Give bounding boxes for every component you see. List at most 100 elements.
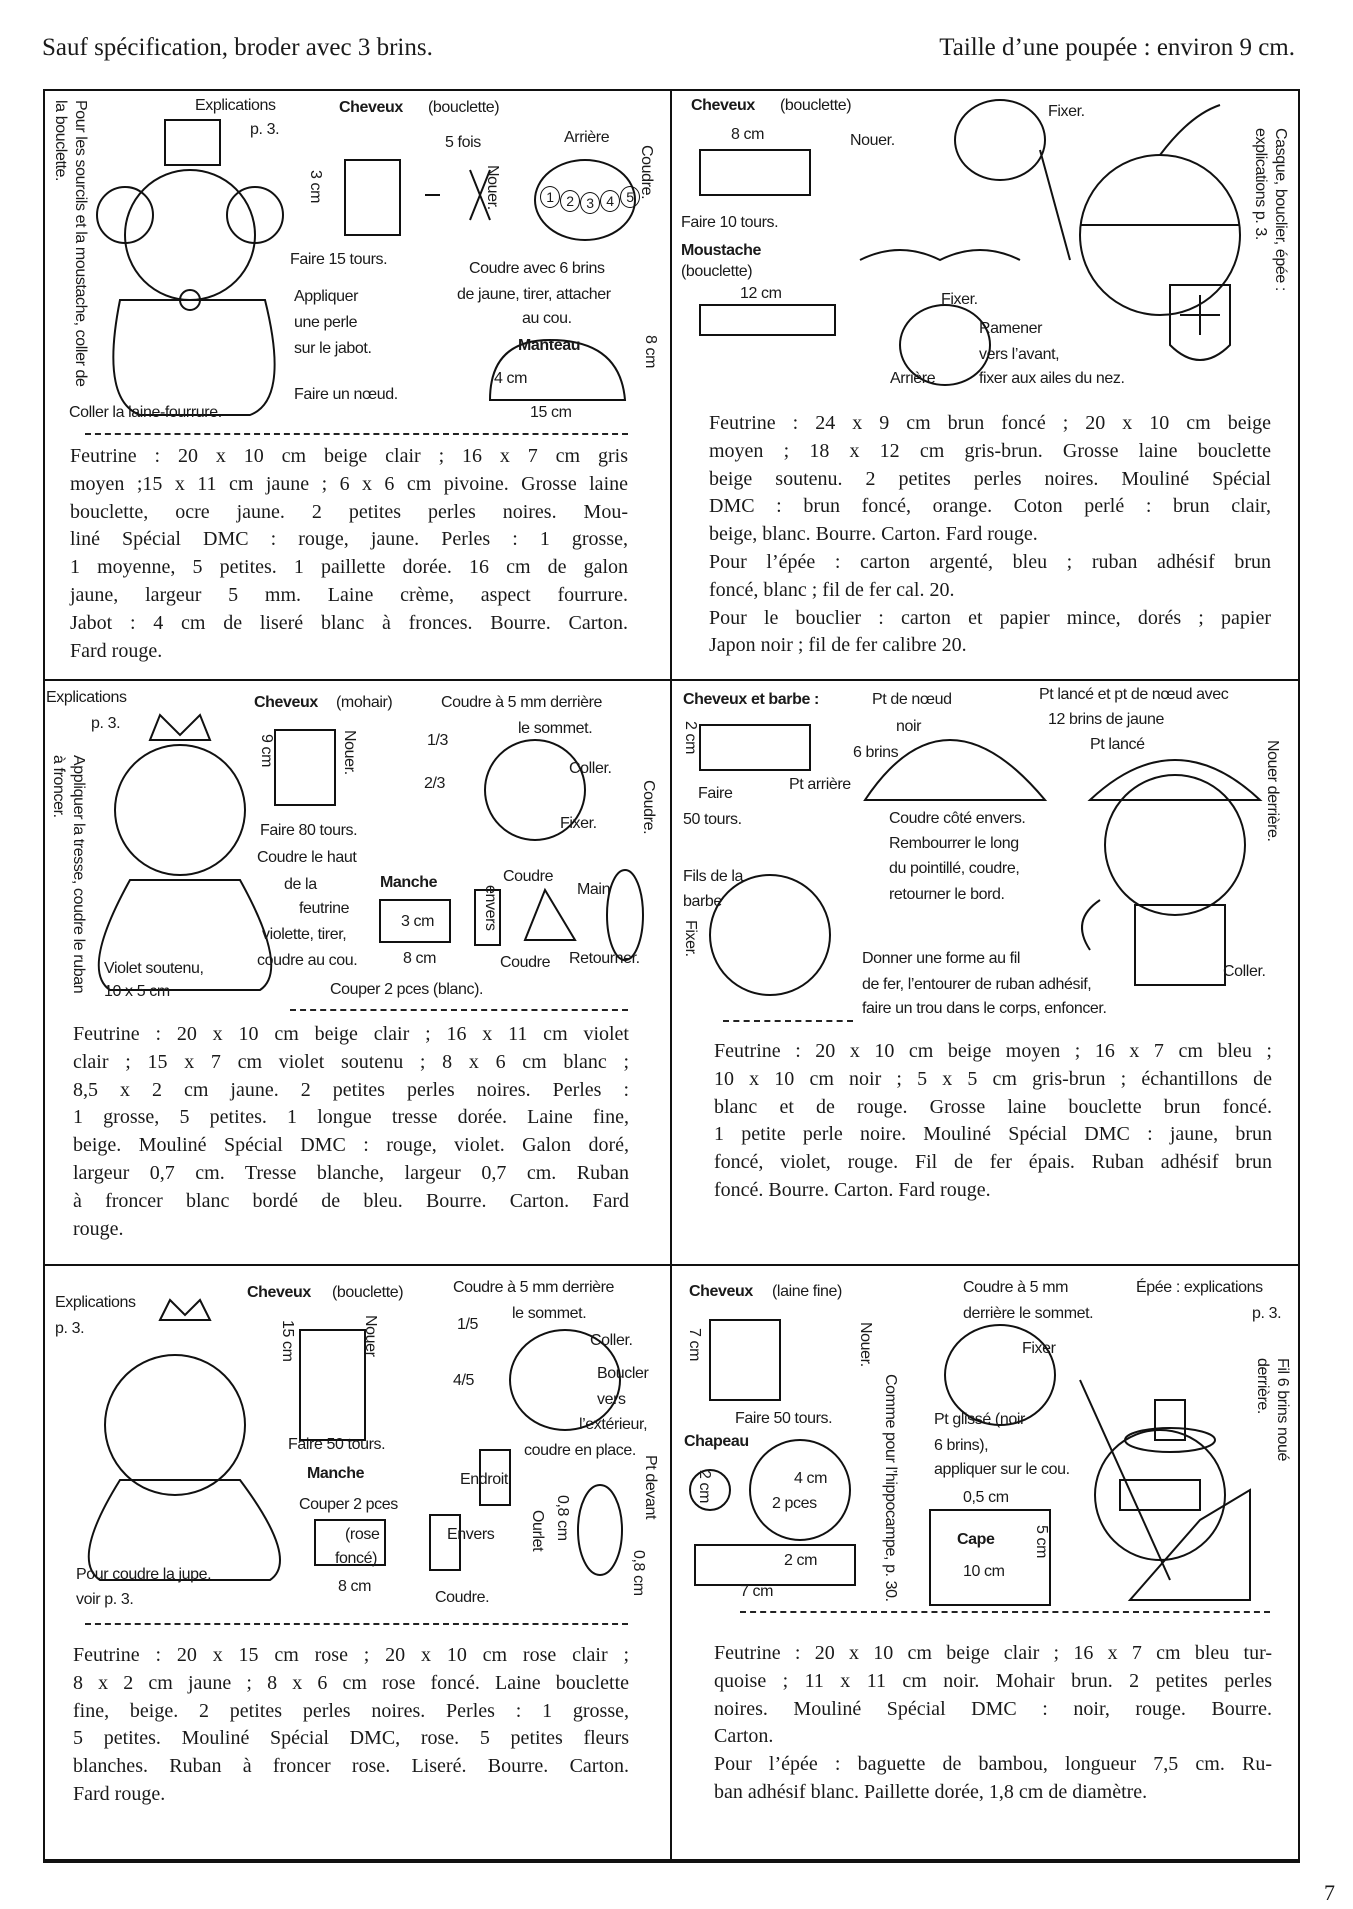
diagram-label: 6 brins), [934, 1437, 989, 1454]
diagram-label: Arrière [890, 370, 936, 387]
diagram-label: 0,5 cm [963, 1489, 1009, 1506]
diagram-label: vers [597, 1391, 626, 1408]
materials-line: 8,5 x 2 cm jaune. 2 petites perles noire… [73, 1078, 629, 1101]
materials-line: largeur 0,7 cm. Tresse blanche, largeur … [73, 1161, 629, 1184]
materials-line: Japon noir ; fil de fer calibre 20. [709, 634, 967, 657]
materials-line: noires. Mouliné Spécial DMC : noir, roug… [714, 1697, 1272, 1720]
diagram-label: Pour coudre la jupe, [76, 1566, 212, 1583]
diagram-label: 7 cm [686, 1328, 703, 1362]
diagram-label: Coudre côté envers. [889, 810, 1026, 827]
diagram-label: (bouclette) [428, 99, 500, 116]
diagram-label: Faire 50 tours. [288, 1436, 386, 1453]
diagram-label: p. 3. [1252, 1305, 1282, 1322]
diagram-label: Arrière [564, 129, 610, 146]
diagram-label: 4 [600, 190, 620, 212]
materials-line: blanches. Ruban à froncer rose. Liseré. … [73, 1755, 629, 1778]
materials-line: jaune, largeur 5 mm. Laine crème, aspect… [70, 583, 628, 606]
materials-line: moyen ;15 x 11 cm jaune ; 6 x 6 cm pivoi… [70, 472, 628, 495]
diagram-label: Cheveux [339, 99, 403, 116]
diagram-label: Ourlet [529, 1510, 546, 1552]
diagram-label: Violet soutenu, [104, 960, 204, 977]
diagram-label: Nouer. [341, 730, 358, 775]
diagram-label: faire un trou dans le corps, enfoncer. [862, 1000, 1107, 1017]
diagram-label: (mohair) [336, 694, 393, 711]
materials-line: Fard rouge. [73, 1782, 166, 1805]
diagram-label: du pointillé, coudre, [889, 860, 1020, 877]
diagram-label: Coudre [500, 954, 551, 971]
diagram-label: vers l’avant, [979, 346, 1060, 363]
diagram-label: au cou. [522, 310, 572, 327]
diagram-label: Manche [380, 874, 438, 891]
diagram-label: Pt lancé [1090, 736, 1145, 753]
diagram-label: Retourner. [569, 950, 640, 967]
diagram-label: 4 cm [494, 370, 528, 387]
diagram-label: Explications [55, 1294, 136, 1311]
diagram-label: Coller la laine-fourrure. [69, 404, 222, 421]
materials-line: à froncer blanc bordé de bleu. Bourre. C… [73, 1189, 629, 1212]
diagram-label: Pt de nœud [872, 691, 952, 708]
diagram-label: Faire 15 tours. [290, 251, 388, 268]
materials-line: 1 petite perle noire. Mouliné Spécial DM… [714, 1123, 1272, 1146]
materials-zorro: Feutrine : 20 x 10 cm beige clair ; 16 x… [714, 1640, 1272, 1807]
diagram-label: Nouer. [850, 132, 895, 149]
diagram-label: Cape [957, 1531, 995, 1548]
diagram-label: Cheveux et barbe : [683, 691, 819, 708]
materials-princess-pink: Feutrine : 20 x 15 cm rose ; 20 x 10 cm … [73, 1642, 629, 1809]
materials-line: clair ; 15 x 7 cm violet soutenu ; 8 x 6… [73, 1050, 629, 1073]
diagram-label: (bouclette) [780, 97, 852, 114]
diagram-label: Fixer. [560, 815, 597, 832]
diagram-label: 12 brins de jaune [1048, 711, 1164, 728]
diagram-label: Chapeau [684, 1433, 749, 1450]
diagram-label: Faire 50 tours. [735, 1410, 833, 1427]
diagram-label: Coller. [569, 760, 612, 777]
materials-line: foncé. Bourre. Carton. Fard rouge. [714, 1178, 991, 1201]
diagram-label: Coudre. [435, 1589, 490, 1606]
header-doll-size: Taille d’une poupée : environ 9 cm. [939, 34, 1295, 61]
diagram-label: Donner une forme au fil [862, 950, 1021, 967]
diagram-label: 8 cm [403, 950, 437, 967]
materials-line: Feutrine : 20 x 10 cm beige clair ; 16 x… [70, 445, 628, 467]
diagram-label: Faire 10 tours. [681, 214, 779, 231]
diagram-label: violette, tirer, [262, 926, 347, 943]
diagram-label: Main [577, 881, 611, 898]
materials-line: 10 x 10 cm noir ; 5 x 5 cm gris-brun ; é… [714, 1067, 1272, 1090]
cut-line [85, 1623, 628, 1625]
diagram-label: 8 cm [338, 1578, 372, 1595]
materials-line: foncé, blanc ; fil de fer cal. 20. [709, 578, 955, 601]
diagram-label: (laine fine) [772, 1283, 842, 1300]
diagram-label: Cheveux [689, 1283, 753, 1300]
diagram-label: Pt devant [642, 1455, 659, 1520]
diagram-label: de jaune, tirer, attacher [457, 286, 611, 303]
diagram-label: 15 cm [279, 1320, 296, 1362]
diagram-label: Faire un nœud. [294, 386, 398, 403]
materials-pirate: Feutrine : 20 x 10 cm beige moyen ; 16 x… [714, 1038, 1272, 1205]
diagram-label: Nouer. [857, 1322, 874, 1367]
diagram-label: retourner le bord. [889, 886, 1005, 903]
diagram-label: 10 cm [963, 1563, 1005, 1580]
cut-line [290, 1009, 628, 1011]
materials-line: 5 petites. Mouliné Spécial DMC, rose. 5 … [73, 1727, 629, 1750]
diagram-label: 2 cm [682, 721, 699, 755]
diagram-label: coudre au cou. [257, 952, 358, 969]
column-divider [670, 89, 672, 1859]
diagram-label: Nouer [362, 1315, 379, 1357]
diagram-label: Explications [195, 97, 276, 114]
diagram-label: Manche [307, 1465, 365, 1482]
diagram-label: (bouclette) [681, 263, 753, 280]
diagram-label: Nouer derrière. [1264, 740, 1281, 842]
diagram-label: Coudre [503, 868, 554, 885]
diagram-label: (rose [345, 1526, 380, 1543]
diagram-label: Cheveux [254, 694, 318, 711]
diagram-label: Coudre. [638, 145, 655, 200]
diagram-label: appliquer sur le cou. [934, 1461, 1070, 1478]
diagram-label: Fixer. [1048, 103, 1085, 120]
diagram-label: 9 cm [258, 734, 275, 768]
diagram-label: Pt lancé et pt de nœud avec [1039, 686, 1229, 703]
diagram-label: 5 fois [445, 134, 481, 151]
materials-knight: Feutrine : 24 x 9 cm brun foncé ; 20 x 1… [709, 410, 1271, 660]
materials-line: Feutrine : 24 x 9 cm brun foncé ; 20 x 1… [709, 412, 1271, 434]
diagram-label: 3 cm [401, 913, 435, 930]
materials-line: Pour l’épée : carton argenté, bleu ; rub… [709, 550, 1271, 573]
diagram-label: noir [896, 718, 922, 735]
diagram-label: Faire 80 tours. [260, 822, 358, 839]
